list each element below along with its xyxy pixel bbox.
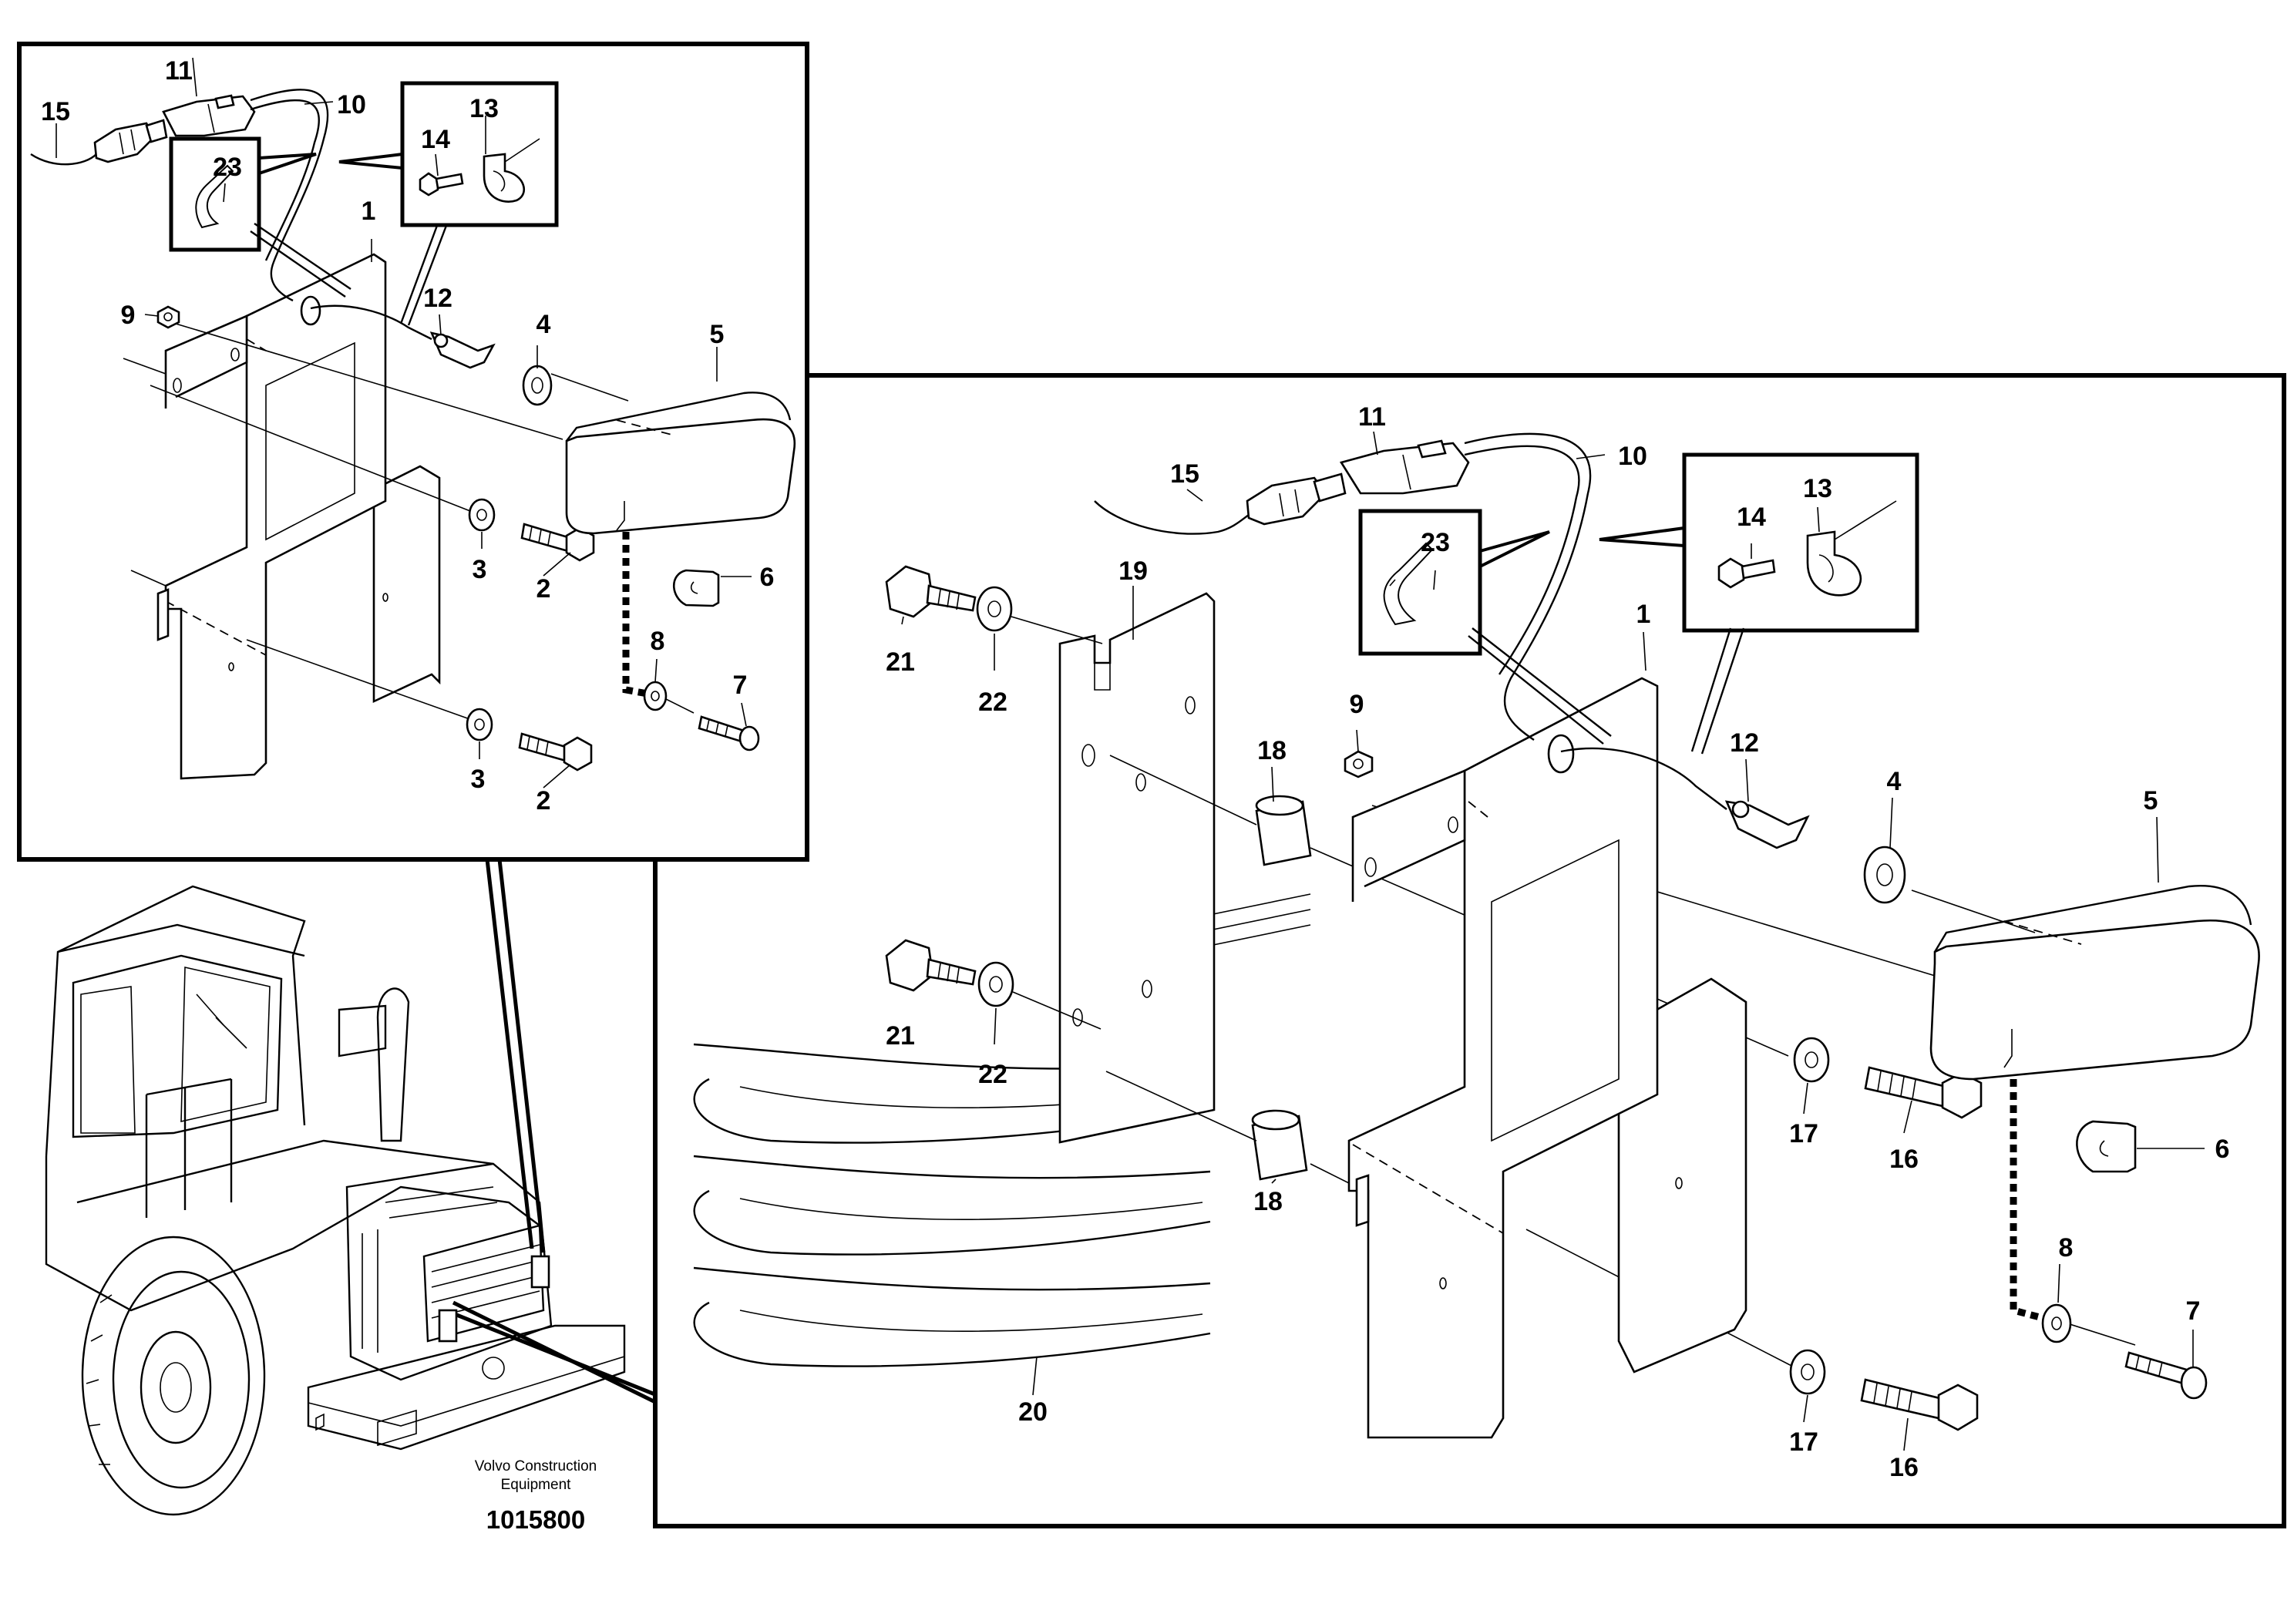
callout-19-right: 19 bbox=[1118, 556, 1148, 586]
callout-15-right: 15 bbox=[1170, 459, 1199, 489]
part-7-screw-left bbox=[698, 715, 760, 751]
part-5-lamp bbox=[1929, 885, 2260, 1081]
callout-labels-right: 11 15 10 13 14 23 19 1 21 22 9 18 12 4 5… bbox=[886, 402, 2229, 1482]
callout-15-left: 15 bbox=[41, 97, 70, 126]
part-1-mounting-plate bbox=[1347, 677, 1747, 1439]
callout-6-left: 6 bbox=[760, 563, 775, 592]
callout-2b-left: 2 bbox=[536, 786, 551, 815]
document-number: 1015800 bbox=[486, 1505, 585, 1534]
frame-pointer-lines bbox=[452, 859, 658, 1405]
part-4-grommet bbox=[1863, 846, 1906, 904]
wheel-loader-illustration bbox=[45, 885, 626, 1516]
callout-10-left: 10 bbox=[337, 90, 366, 119]
part-12-wire-harness bbox=[1560, 747, 1810, 849]
part-16-bolt-top bbox=[1864, 1066, 1983, 1119]
part-19-bracket bbox=[1058, 592, 1216, 1144]
part-21-bolt-top bbox=[885, 565, 977, 618]
wire-route-right bbox=[2010, 1079, 2044, 1322]
part-10-cable-left bbox=[250, 89, 329, 302]
callout-23-right: 23 bbox=[1421, 528, 1450, 557]
callout-3b-left: 3 bbox=[471, 765, 486, 794]
callout-14-right: 14 bbox=[1737, 503, 1766, 532]
part-18-spacer-bottom bbox=[1251, 1109, 1308, 1181]
callout-3a-left: 3 bbox=[473, 555, 487, 584]
callout-1-left: 1 bbox=[362, 197, 376, 226]
callout-5-right: 5 bbox=[2144, 786, 2158, 815]
bracket-angle bbox=[1351, 769, 1466, 1227]
detail-frame-left bbox=[17, 42, 809, 862]
callout-10-right: 10 bbox=[1618, 442, 1647, 471]
callout-21a-right: 21 bbox=[886, 647, 915, 677]
callout-5-left: 5 bbox=[710, 320, 725, 349]
part-8-washer-left bbox=[643, 681, 668, 711]
callout-11-left: 11 bbox=[165, 56, 193, 86]
callout-box-23-left bbox=[169, 136, 352, 298]
part-6-bulb bbox=[2076, 1120, 2137, 1173]
callout-4-right: 4 bbox=[1887, 767, 1902, 796]
part-9-nut-left bbox=[156, 305, 180, 329]
part-12-wire-left bbox=[310, 304, 496, 369]
caption-line-1: Volvo Construction bbox=[475, 1458, 597, 1474]
callout-box-13-14-right bbox=[1599, 452, 1919, 755]
part-15-cable-left bbox=[30, 119, 168, 166]
callout-18a-right: 18 bbox=[1257, 736, 1287, 765]
part-22-washer-top bbox=[976, 586, 1013, 632]
part-11-connector bbox=[1339, 439, 1470, 495]
part-5-lamp-left bbox=[565, 392, 796, 535]
part-2-bolt-bottom-left bbox=[518, 732, 593, 772]
callout-7-right: 7 bbox=[2186, 1296, 2201, 1326]
callout-17a-right: 17 bbox=[1789, 1119, 1818, 1148]
manufacturer-caption: Volvo Construction Equipment 1015800 bbox=[475, 1458, 597, 1534]
detail-frame-right bbox=[653, 373, 2286, 1528]
part-11-connector-left bbox=[162, 94, 256, 137]
callout-6-right: 6 bbox=[2215, 1135, 2230, 1164]
part-6-bulb-left bbox=[673, 569, 720, 607]
callout-12-right: 12 bbox=[1730, 728, 1759, 758]
callout-22a-right: 22 bbox=[978, 688, 1007, 717]
callout-1-right: 1 bbox=[1636, 600, 1651, 629]
callout-12-left: 12 bbox=[423, 284, 452, 313]
callout-21b-right: 21 bbox=[886, 1021, 915, 1051]
part-8-washer bbox=[2041, 1303, 2072, 1343]
caption-line-2: Equipment bbox=[501, 1477, 572, 1493]
wire-route-left bbox=[622, 532, 648, 698]
part-17-washer-bottom bbox=[1789, 1349, 1826, 1395]
part-21-bolt-bottom bbox=[885, 939, 977, 992]
callout-20-right: 20 bbox=[1018, 1397, 1048, 1427]
callout-7-left: 7 bbox=[733, 671, 748, 700]
callout-box-13-14-left bbox=[338, 81, 559, 326]
part-17-washer-top bbox=[1793, 1037, 1830, 1083]
callout-13-right: 13 bbox=[1803, 474, 1832, 503]
part-3-washer-bottom-left bbox=[466, 708, 493, 741]
part-15-cable bbox=[1094, 472, 1347, 535]
callout-2a-left: 2 bbox=[536, 574, 551, 604]
callout-8-left: 8 bbox=[651, 627, 665, 656]
callout-box-23-right bbox=[1358, 509, 1612, 745]
callout-9-left: 9 bbox=[121, 301, 136, 330]
callout-18b-right: 18 bbox=[1253, 1187, 1283, 1216]
callout-8-right: 8 bbox=[2059, 1233, 2074, 1263]
part-16-bolt-bottom bbox=[1860, 1378, 1979, 1431]
part-10-cable bbox=[1464, 432, 1592, 741]
part-2-bolt-top-left bbox=[520, 523, 595, 562]
callout-4-left: 4 bbox=[536, 310, 551, 339]
callout-16a-right: 16 bbox=[1889, 1145, 1919, 1174]
callout-22b-right: 22 bbox=[978, 1060, 1007, 1089]
callout-23-left: 23 bbox=[213, 153, 242, 182]
callout-labels-left: 11 15 10 13 14 23 1 12 9 4 5 3 2 6 8 7 3… bbox=[41, 56, 774, 815]
callout-14-left: 14 bbox=[421, 125, 450, 154]
callout-9-right: 9 bbox=[1350, 690, 1364, 719]
part-22-washer-bottom bbox=[977, 961, 1014, 1007]
callout-16b-right: 16 bbox=[1889, 1453, 1919, 1482]
part-3-washer-top-left bbox=[468, 498, 496, 532]
part-18-spacer-top bbox=[1255, 795, 1312, 866]
part-4-grommet-left bbox=[522, 365, 553, 406]
callout-13-left: 13 bbox=[469, 94, 499, 123]
part-7-screw bbox=[2124, 1351, 2208, 1400]
part-1-mounting-plate-left bbox=[164, 253, 441, 780]
callout-17b-right: 17 bbox=[1789, 1427, 1818, 1457]
callout-11-right: 11 bbox=[1358, 402, 1386, 432]
